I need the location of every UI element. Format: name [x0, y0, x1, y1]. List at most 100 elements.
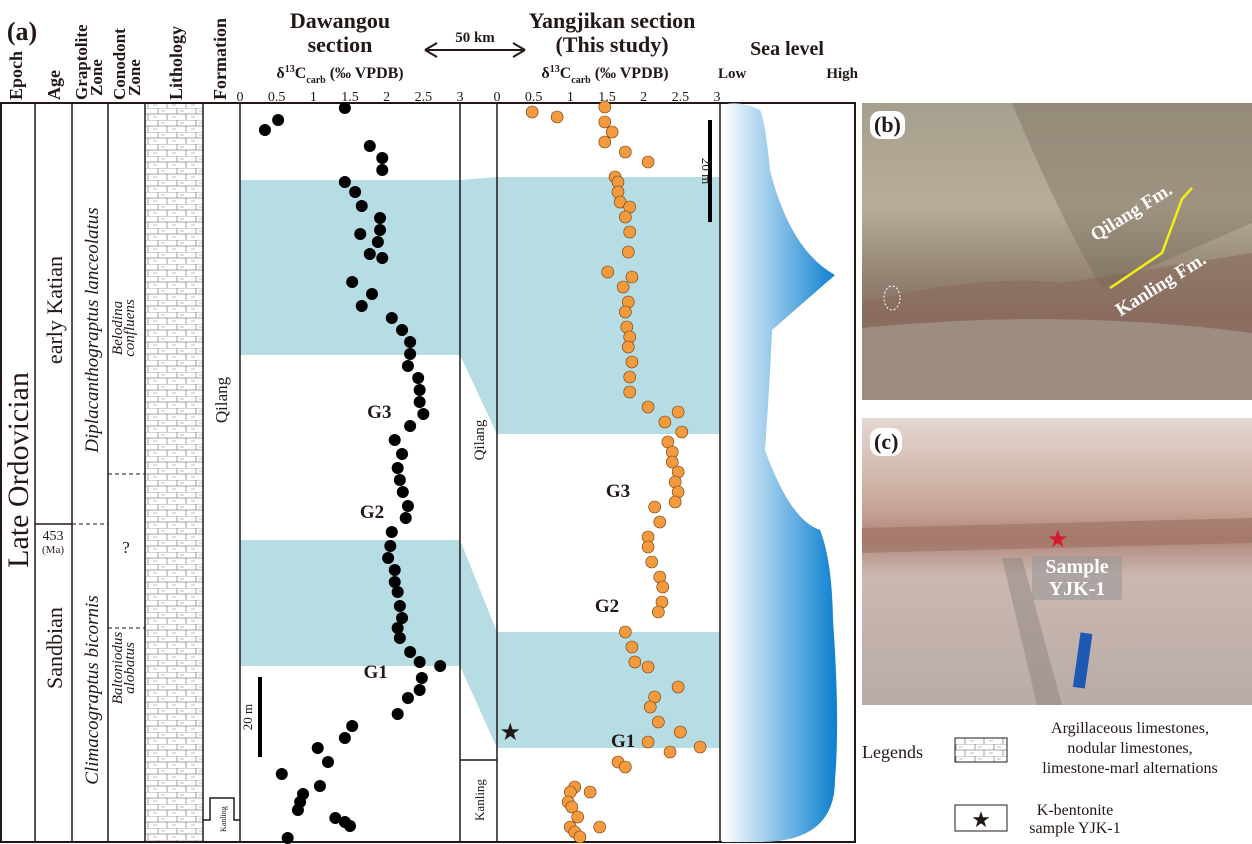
dawangou-tick: 2.5 [415, 90, 433, 105]
dawangou-data-point [281, 832, 294, 844]
yangjikan-data-point [625, 270, 639, 284]
dawangou-data-point [434, 660, 447, 672]
dawangou-data-point [404, 646, 417, 658]
dawangou-data-point [338, 732, 351, 744]
graptolite-lanceolatus: Diplacanthograptus lanceolatus [82, 207, 103, 453]
header-graptolite: Graptolite [72, 24, 91, 100]
yangjikan-tick: 2 [640, 90, 647, 105]
yangjikan-data-point [598, 115, 612, 129]
dawangou-data-point [385, 312, 398, 324]
kanling-contact [203, 797, 240, 821]
dawangou-data-point [391, 708, 404, 720]
header-conodont: Conodont [110, 28, 129, 100]
yangjikan-tick: 1 [567, 90, 574, 105]
distance-label: 50 km [455, 30, 495, 46]
header-conodont-zone: Zone [125, 59, 144, 96]
dawangou-band [240, 180, 460, 355]
yangjikan-data-point [658, 415, 672, 429]
outcrop-sketch [862, 103, 1252, 400]
dawangou-data-point [396, 486, 409, 498]
dawangou-data-point [391, 586, 404, 598]
yangjikan-data-point [628, 655, 642, 669]
yangjikan-data-point [671, 680, 685, 694]
yangjikan-tick: 0 [494, 90, 501, 105]
dawangou-data-point [338, 102, 351, 114]
dawangou-data-point [399, 512, 412, 524]
yangjikan-data-point [671, 405, 685, 419]
conodont-baltoniodus: Baltoniodus [110, 632, 126, 705]
scale-bar-label: 20 m [699, 158, 714, 184]
photo-outcrop-c: (c) ★ Sample YJK-1 [862, 418, 1252, 705]
dawangou-data-point [401, 360, 414, 372]
dawangou-data-point [291, 804, 304, 816]
yangjikan-data-point [619, 625, 632, 639]
dawangou-data-point [363, 248, 376, 260]
dawangou-data-point [391, 622, 404, 634]
distance-arrow-icon [424, 42, 526, 58]
event-label-g2: G2 [360, 502, 384, 523]
yangjikan-data-point [616, 280, 630, 294]
sea-level-title: Sea level [750, 38, 824, 60]
legend-limestone-swatch [954, 737, 1008, 763]
dawangou-data-point [338, 176, 351, 188]
dawangou-data-point [349, 186, 362, 198]
event-label-g3: G3 [367, 402, 391, 423]
sea-level-high: High [826, 66, 858, 82]
legend-lithology-text: nodular limestones, [1067, 740, 1192, 757]
dawangou-data-point [393, 600, 406, 612]
formation-qilang-yangjikan: Qilang [472, 419, 488, 460]
sea-level-curve [722, 103, 838, 843]
yangjikan-data-point [623, 225, 637, 239]
dawangou-data-point [396, 612, 409, 624]
dawangou-data-point [417, 408, 430, 420]
dawangou-data-point [404, 420, 417, 432]
header-lithology: Lithology [166, 26, 186, 100]
yangjikan-data-point [619, 145, 632, 159]
yangjikan-title: Yangjikan section [529, 8, 696, 33]
yangjikan-data-point [525, 105, 539, 119]
yangjikan-data-point [625, 355, 639, 369]
dawangou-data-point [376, 252, 389, 264]
dawangou-data-point [413, 656, 426, 668]
dawangou-data-point [404, 348, 417, 360]
yangjikan-data-point [652, 715, 665, 729]
yangjikan-data-point [623, 385, 637, 399]
event-label-g1: G1 [364, 662, 388, 683]
yangjikan-data-point [625, 640, 639, 654]
formation-kanling-yangjikan: Kanling [472, 779, 487, 821]
photo-outcrop-b: (b) Qilang Fm. Kanling Fm. [862, 103, 1252, 400]
panel-b-label: (b) [870, 111, 905, 139]
dawangou-data-point [412, 372, 425, 384]
dawangou-data-point [388, 576, 401, 588]
dawangou-tick: 1 [310, 90, 317, 105]
legend-star-swatch [954, 804, 1008, 832]
yangjikan-data-point [583, 785, 597, 799]
header-age: Age [44, 70, 64, 100]
epoch-late-ordovician: Late Ordovician [2, 372, 35, 568]
dawangou-data-point [374, 224, 387, 236]
dawangou-data-point [413, 684, 426, 696]
dawangou-tick: 3 [456, 90, 463, 105]
header-epoch: Epoch [6, 51, 26, 100]
yangjikan-band [497, 632, 720, 748]
yangjikan-data-point [621, 340, 635, 354]
dawangou-data-point [329, 812, 342, 824]
pen-scale-icon [1072, 632, 1093, 689]
dawangou-data-point [393, 632, 406, 644]
dawangou-data-point [371, 236, 384, 248]
conodont-belodina: Belodina [110, 301, 126, 355]
yangjikan-data-point [668, 495, 682, 509]
dawangou-data-point [396, 448, 409, 460]
yangjikan-data-point [653, 515, 667, 529]
person-marker-icon [883, 285, 901, 311]
yangjikan-data-point [674, 725, 687, 739]
yangjikan-data-point [605, 125, 619, 139]
sample-label: Sample YJK-1 [1032, 556, 1122, 600]
yangjikan-data-point [656, 580, 670, 594]
yangjikan-data-point [665, 455, 679, 469]
dawangou-data-point [355, 300, 368, 312]
yangjikan-data-point [565, 800, 579, 814]
dawangou-data-point [374, 212, 387, 224]
yangjikan-data-point [593, 820, 606, 834]
